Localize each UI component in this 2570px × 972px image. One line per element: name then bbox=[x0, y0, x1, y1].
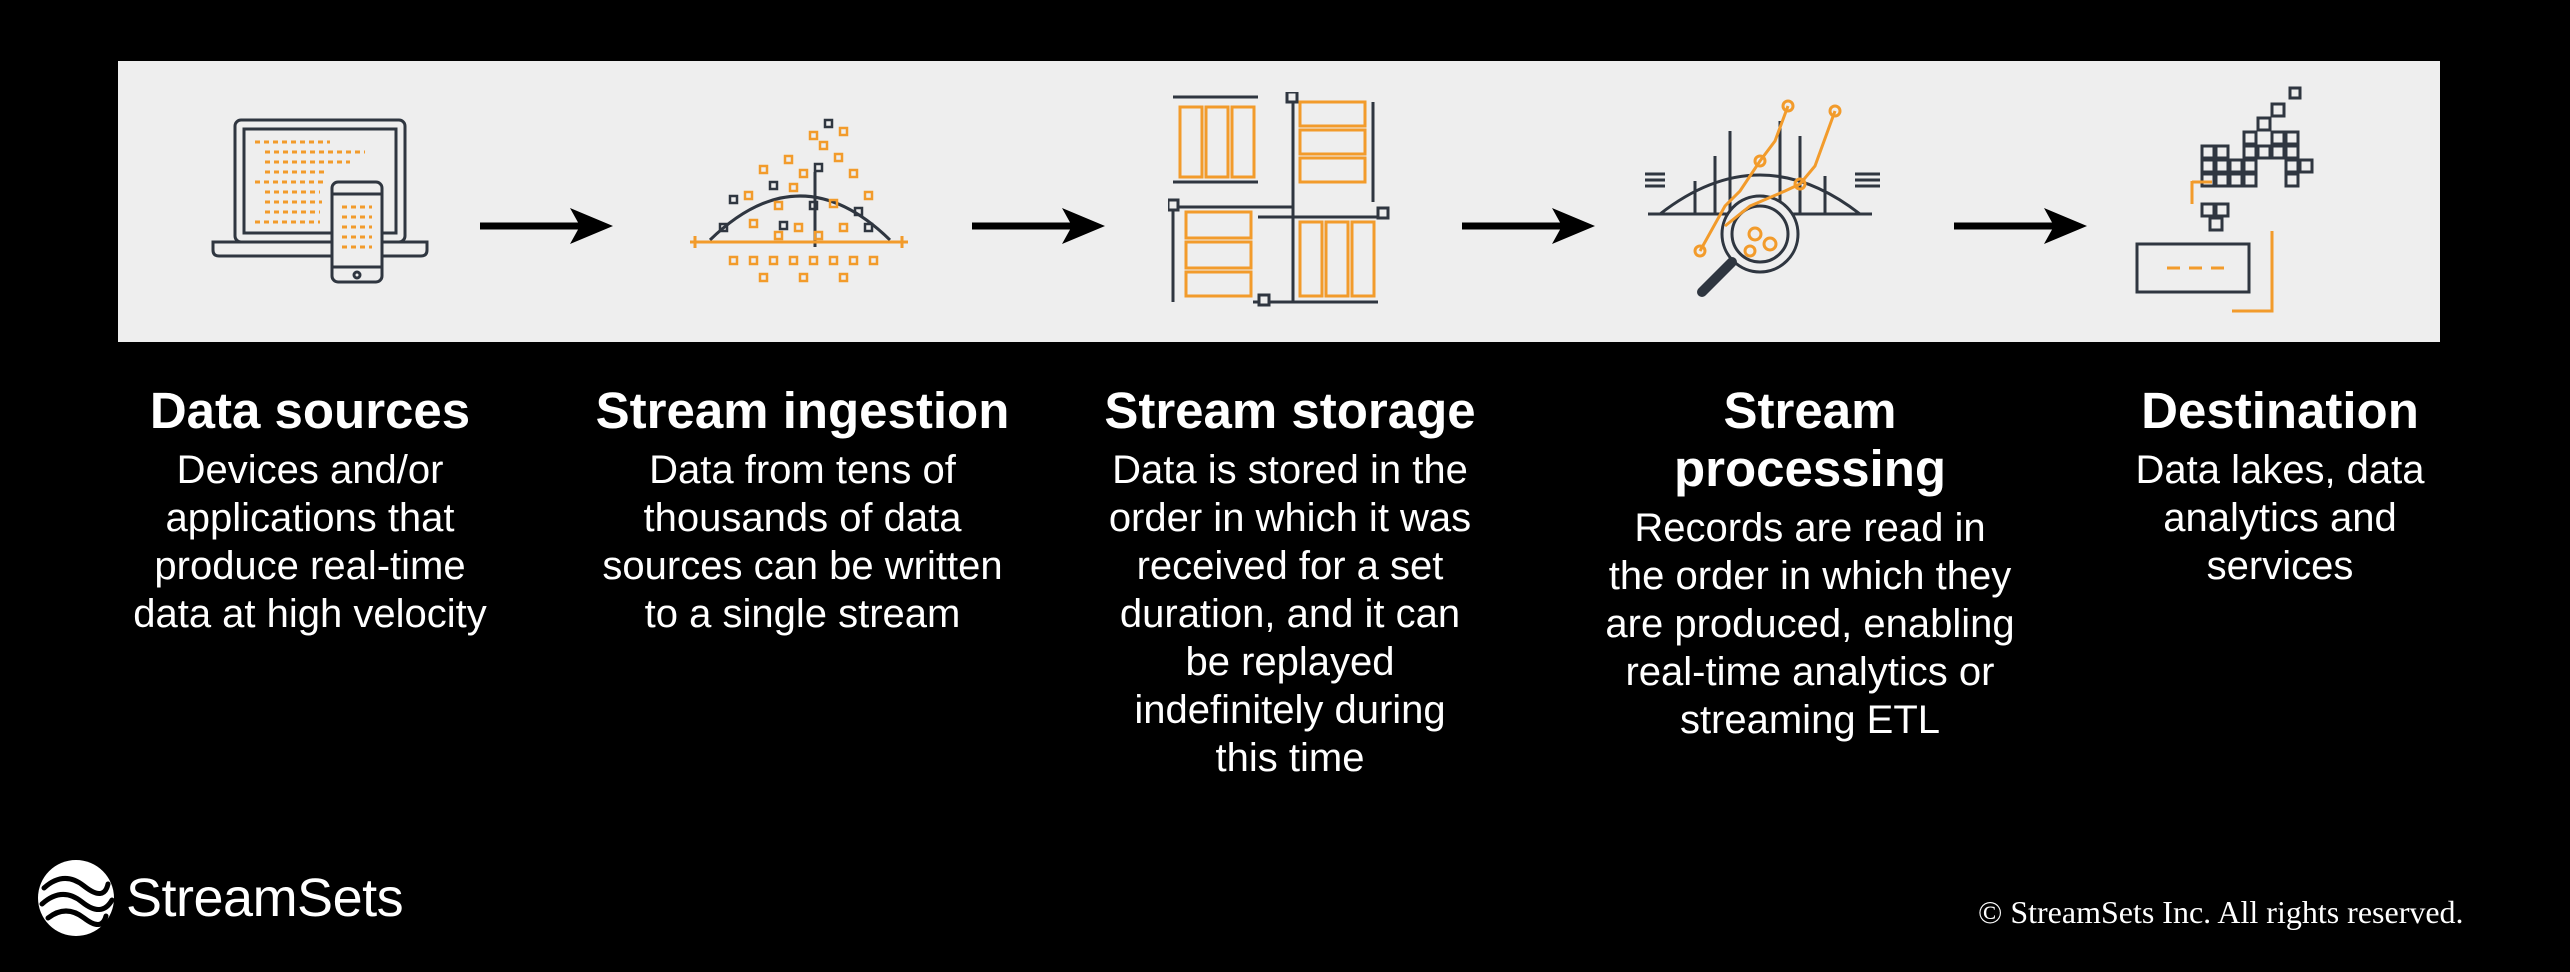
storage-racks-icon bbox=[1168, 92, 1390, 307]
stage-title: Stream ingestion bbox=[595, 382, 1010, 439]
stage-title: Stream storage bbox=[1104, 382, 1476, 439]
brand-name: StreamSets bbox=[126, 868, 404, 928]
data-scatter-icon bbox=[690, 118, 908, 283]
stage-title: Data sources bbox=[149, 382, 471, 439]
magnifier-analytics-icon bbox=[1645, 99, 1880, 297]
right-arrow-icon bbox=[972, 208, 1105, 244]
icon-band bbox=[118, 61, 2440, 342]
brand-logo: StreamSets bbox=[36, 856, 404, 940]
copyright-notice: © StreamSets Inc. All rights reserved. bbox=[1978, 894, 2464, 930]
right-arrow-icon bbox=[480, 208, 613, 244]
data-lake-blocks-icon bbox=[2135, 86, 2314, 313]
streamsets-logo-icon bbox=[38, 860, 115, 936]
right-arrow-icon bbox=[1462, 208, 1595, 244]
laptop-phone-icon bbox=[211, 118, 429, 284]
right-arrow-icon bbox=[1954, 208, 2087, 244]
stage-title: Destination bbox=[2141, 382, 2419, 439]
